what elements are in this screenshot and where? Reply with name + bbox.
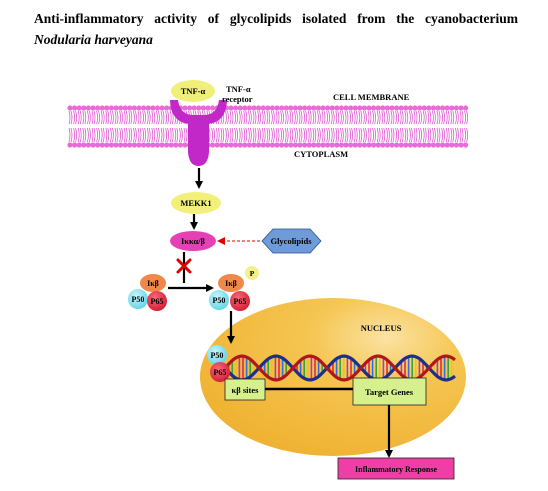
ikk-node [170,231,216,251]
ikb-left-label: Iκβ [147,279,159,288]
p65-left-node [147,291,167,311]
phosphate-node [245,266,259,280]
diagram-title: Anti-inflammatory activity of glycolipid… [34,8,518,50]
nfkb-complex-phosphorylated: P Iκβ P50 P65 [209,266,259,311]
nucleus-label: NUCLEUS [361,323,402,333]
blocked-x-icon [176,258,192,274]
p50-left-node [128,289,148,309]
inflammatory-response-label: Inflammatory Response [355,465,437,474]
glycolipids-hexagon [261,228,322,254]
p65-nucleus-label: P65 [214,368,227,377]
nucleus [200,298,466,456]
kb-sites-label: κβ sites [232,385,260,395]
ikk-label: Iκκα/β [181,236,206,246]
target-genes-label: Target Genes [365,387,414,397]
title-line-2: Nodularia harveyana [34,32,153,47]
phosphate-label: P [250,269,255,278]
kb-sites-box [224,378,266,401]
tnf-receptor [170,100,227,166]
ikb-right-node [218,274,244,292]
nfkb-bound-dna: P50 P65 [207,345,230,382]
p65-right-label: P65 [234,297,247,306]
p50-right-node [209,290,229,310]
ikb-right-label: Iκβ [225,279,237,288]
tnf-alpha-ligand [171,80,215,102]
mekk1-label: MEKK1 [180,198,211,208]
p65-left-label: P65 [151,297,164,306]
receptor-label-line2: receptor [222,94,253,104]
p50-left-label: P50 [132,295,145,304]
cell-membrane-bilayer [67,105,469,148]
p50-right-label: P50 [213,296,226,305]
p50-nucleus-node [207,345,227,365]
ikb-left-node [140,274,166,292]
nfkb-complex-inactive: Iκβ P50 P65 [128,274,167,311]
p65-right-node [230,291,250,311]
tnf-alpha-label: TNF-α [181,86,206,96]
cytoplasm-label: CYTOPLASM [294,149,348,159]
inflammatory-response-box [337,457,455,480]
p50-nucleus-label: P50 [211,351,224,360]
p65-nucleus-node [210,362,230,382]
receptor-label-line1: TNF-α [226,84,251,94]
title-line-1: Anti-inflammatory activity of glycolipid… [34,11,518,26]
mekk1-node [171,192,221,214]
cell-membrane-label: CELL MEMBRANE [333,92,410,102]
glycolipids-label: Glycolipids [270,236,312,246]
